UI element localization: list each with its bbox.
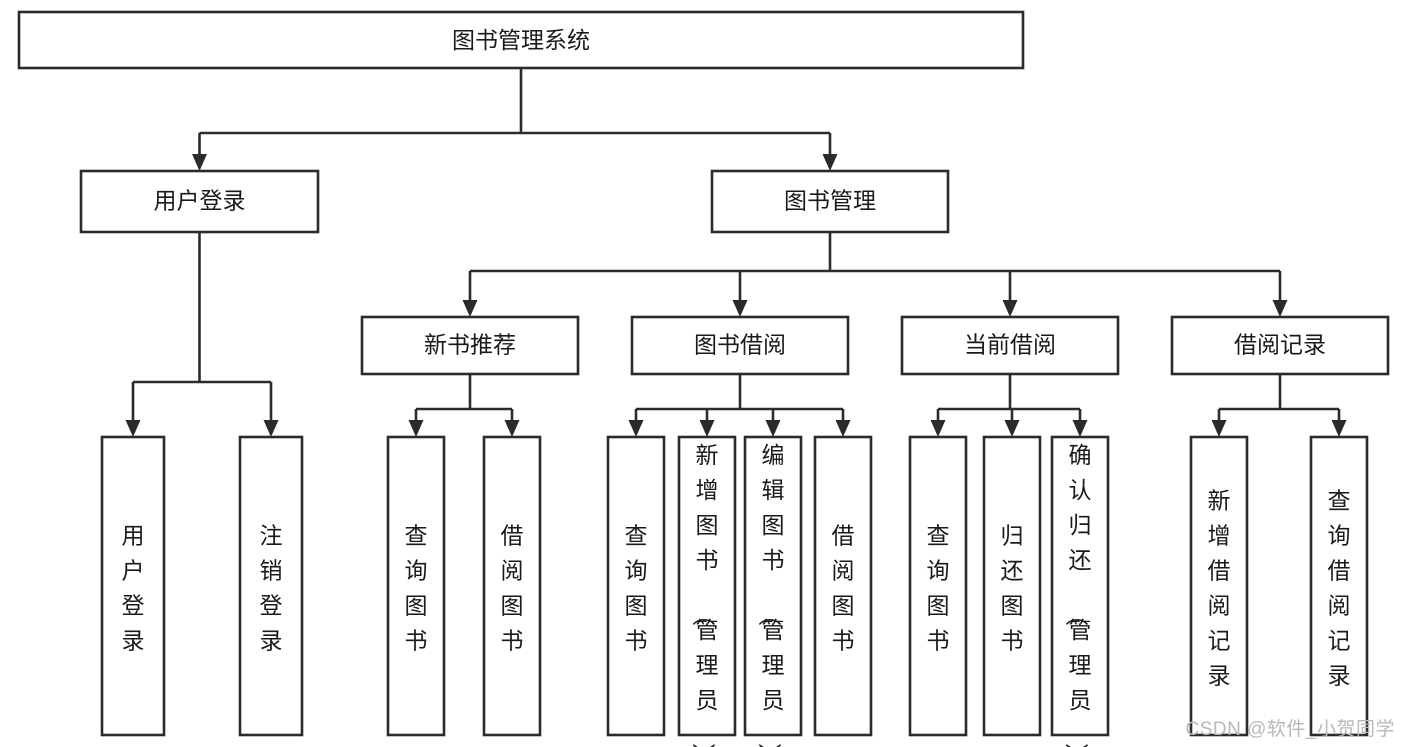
leaf-query-book-1-label: 查询图书 [405, 522, 428, 653]
leaf-user-login-label: 用户登录 [122, 522, 145, 653]
borrow-record-label: 借阅记录 [1234, 332, 1326, 358]
book-borrow-box[interactable] [630, 315, 850, 376]
leaf-borrow-book-2-box[interactable] [813, 435, 873, 737]
node-leaf-return-book[interactable]: 归还图书 [982, 435, 1042, 737]
current-borrow-to-leaves-arrow-2 [1072, 420, 1088, 437]
user-login-box[interactable] [79, 169, 320, 234]
node-book-manage[interactable]: 图书管理 [710, 169, 950, 234]
leaf-query-book-3-label: 查询图书 [927, 522, 950, 653]
node-leaf-query-book-3[interactable]: 查询图书 [908, 435, 968, 737]
leaf-logout-box[interactable] [238, 435, 304, 737]
book-manage-label: 图书管理 [784, 188, 876, 214]
book-borrow-to-leaves-arrow-0 [628, 420, 644, 437]
new-book-recommend-label: 新书推荐 [424, 332, 516, 358]
node-leaf-borrow-book-2[interactable]: 借阅图书 [813, 435, 873, 737]
leaf-query-book-2-box[interactable] [606, 435, 666, 737]
node-leaf-user-login[interactable]: 用户登录 [100, 435, 166, 737]
root-box[interactable] [17, 10, 1025, 70]
node-new-book-recommend[interactable]: 新书推荐 [360, 315, 580, 376]
book-manage-to-level3-arrow-2 [1002, 300, 1018, 317]
csdn-watermark: CSDN @软件_小贺同学 [1185, 719, 1395, 740]
leaf-query-book-2-label: 查询图书 [625, 522, 648, 653]
current-borrow-box[interactable] [900, 315, 1120, 376]
new-book-recommend-box[interactable] [360, 315, 580, 376]
book-manage-box[interactable] [710, 169, 950, 234]
leaf-query-borrow-record-label: 查询借阅记录 [1328, 487, 1351, 688]
node-leaf-add-borrow-record[interactable]: 新增借阅记录 [1189, 435, 1249, 737]
root-to-level2-arrow-0 [192, 154, 207, 171]
leaf-add-borrow-record-label: 新增借阅记录 [1208, 487, 1231, 688]
leaf-query-book-1-box[interactable] [386, 435, 446, 737]
leaf-edit-book-box[interactable] [743, 435, 803, 737]
leaf-borrow-book-1-label: 借阅图书 [501, 522, 524, 653]
node-leaf-query-book-2[interactable]: 查询图书 [606, 435, 666, 737]
root-label: 图书管理系统 [452, 27, 590, 53]
user-login-to-leaves-arrow-0 [125, 420, 141, 437]
node-leaf-query-borrow-record[interactable]: 查询借阅记录 [1309, 435, 1369, 737]
leaf-add-book-label: 新增图书（管理员） [691, 442, 719, 747]
node-leaf-query-book-1[interactable]: 查询图书 [386, 435, 446, 737]
new-book-recommend-to-leaves-arrow-0 [408, 420, 424, 437]
node-current-borrow[interactable]: 当前借阅 [900, 315, 1120, 376]
leaf-borrow-book-2-label: 借阅图书 [832, 522, 855, 653]
leaf-borrow-book-1-box[interactable] [482, 435, 542, 737]
root-to-level2-arrow-1 [822, 154, 838, 171]
book-borrow-to-leaves-arrow-1 [699, 420, 715, 437]
current-borrow-label: 当前借阅 [964, 332, 1056, 358]
connector-lines [125, 68, 1347, 437]
leaf-logout-label: 注销登录 [260, 522, 283, 653]
book-manage-to-level3-arrow-0 [462, 300, 478, 317]
book-manage-to-level3-arrow-1 [732, 300, 748, 317]
current-borrow-to-leaves-arrow-1 [1004, 420, 1020, 437]
book-manage-to-level3-arrow-3 [1272, 300, 1288, 317]
user-login-to-leaves-arrow-1 [263, 420, 279, 437]
user-login-label: 用户登录 [154, 188, 246, 214]
node-leaf-edit-book[interactable]: 编辑图书（管理员） [743, 435, 803, 747]
leaf-return-book-box[interactable] [982, 435, 1042, 737]
leaf-query-book-3-box[interactable] [908, 435, 968, 737]
leaf-confirm-return-box[interactable] [1050, 435, 1110, 737]
book-borrow-to-leaves-arrow-2 [765, 420, 781, 437]
leaf-return-book-label: 归还图书 [1001, 522, 1024, 653]
new-book-recommend-to-leaves-arrow-1 [504, 420, 520, 437]
borrow-record-to-leaves-arrow-0 [1211, 420, 1227, 437]
node-leaf-logout[interactable]: 注销登录 [238, 435, 304, 737]
leaf-add-book-box[interactable] [677, 435, 737, 737]
leaf-edit-book-label: 编辑图书（管理员） [757, 442, 785, 747]
node-leaf-add-book[interactable]: 新增图书（管理员） [677, 435, 737, 747]
node-leaf-borrow-book-1[interactable]: 借阅图书 [482, 435, 542, 737]
current-borrow-to-leaves-arrow-0 [930, 420, 946, 437]
leaf-confirm-return-label: 确认归还（管理员） [1064, 442, 1092, 747]
node-borrow-record[interactable]: 借阅记录 [1170, 315, 1390, 376]
node-user-login[interactable]: 用户登录 [79, 169, 320, 234]
node-leaf-confirm-return[interactable]: 确认归还（管理员） [1050, 435, 1110, 747]
book-borrow-to-leaves-arrow-3 [835, 420, 851, 437]
node-root[interactable]: 图书管理系统 [17, 10, 1025, 70]
leaf-query-borrow-record-box[interactable] [1309, 435, 1369, 737]
leaf-add-borrow-record-box[interactable] [1189, 435, 1249, 737]
node-book-borrow[interactable]: 图书借阅 [630, 315, 850, 376]
book-borrow-label: 图书借阅 [694, 332, 786, 358]
borrow-record-to-leaves-arrow-1 [1331, 420, 1347, 437]
borrow-record-box[interactable] [1170, 315, 1390, 376]
leaf-user-login-box[interactable] [100, 435, 166, 737]
leaf-nodes-group: 用户登录 注销登录 查询图书 借阅图书 查询图书 新增图书（管理员） 编辑图书（管理员） 借阅… [100, 435, 1369, 747]
